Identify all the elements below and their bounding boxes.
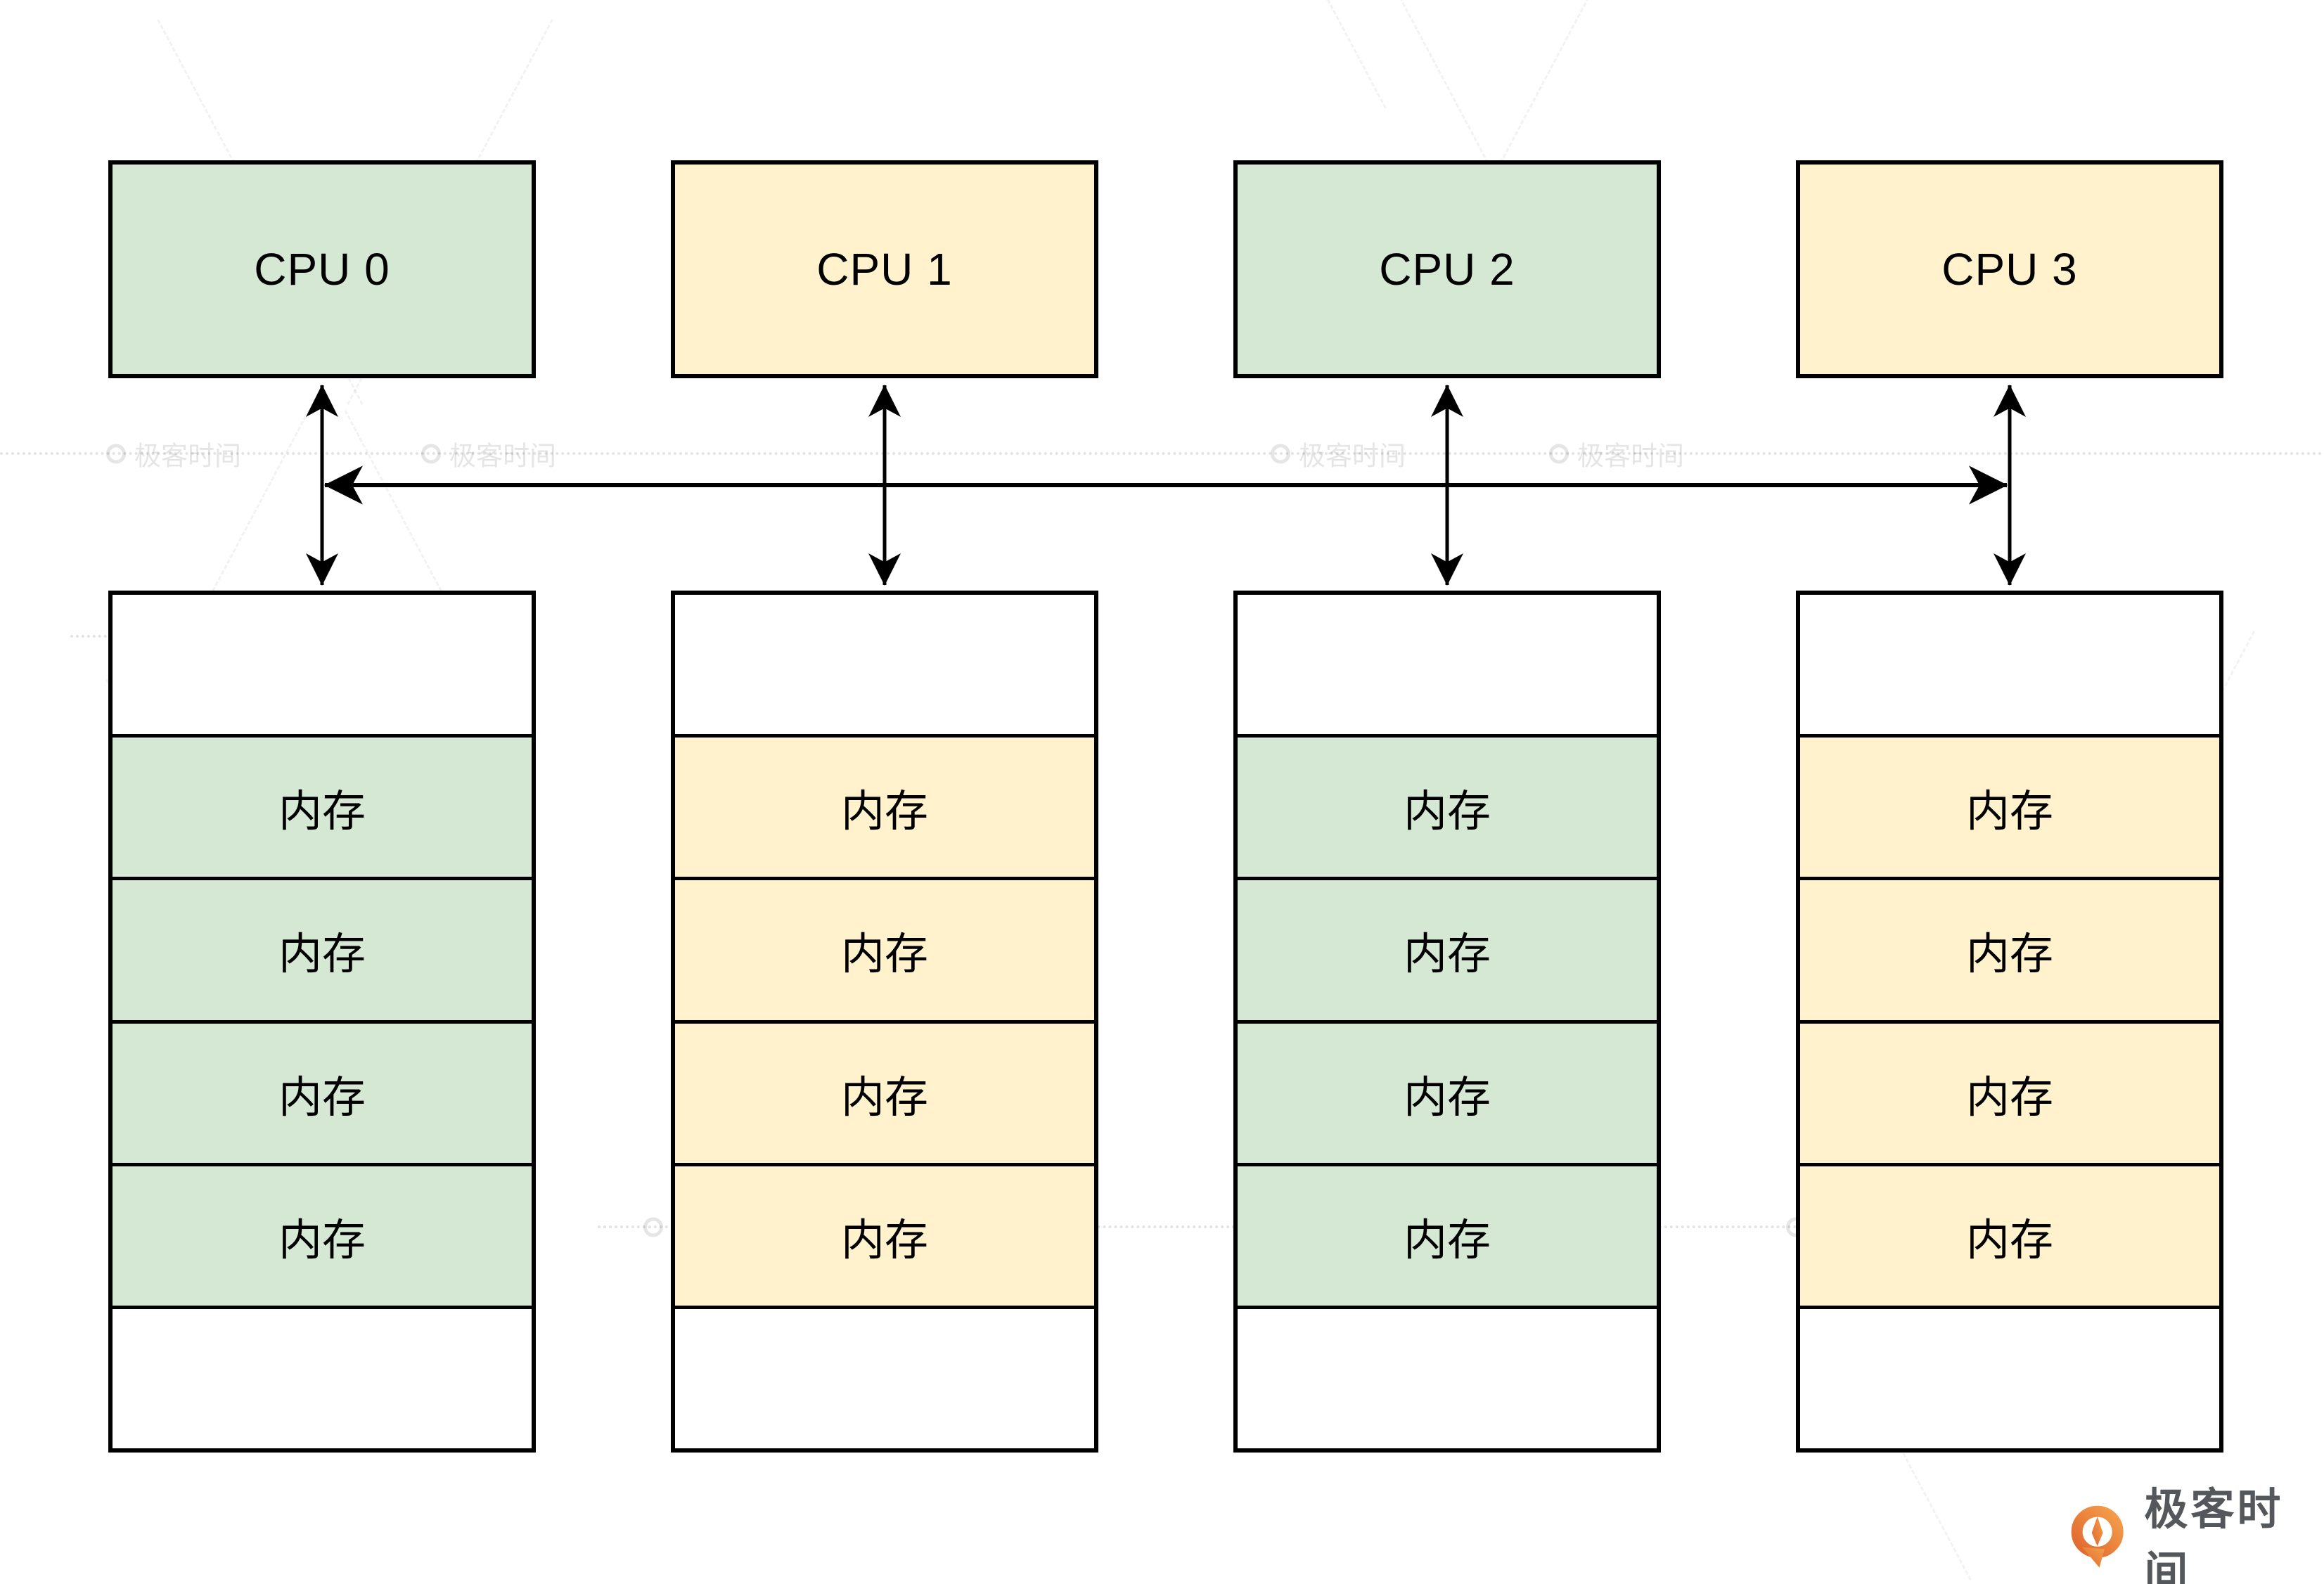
watermark-dotted-line	[0, 452, 2324, 455]
memory-slot: 内存	[675, 1162, 1094, 1306]
memory-slot-empty	[1800, 595, 2219, 735]
watermark-text: 极客时间	[1299, 442, 1406, 472]
memory-slot-empty	[675, 1305, 1094, 1449]
geektime-watermark-icon	[106, 444, 126, 463]
watermark-mark: 极客时间	[1271, 434, 1406, 473]
cpu-label: CPU 0	[254, 244, 390, 295]
memory-slot: 内存	[1238, 1162, 1657, 1306]
memory-slot: 内存	[1800, 877, 2219, 1020]
geektime-watermark-icon	[1271, 444, 1290, 463]
memory-slot: 内存	[1238, 877, 1657, 1020]
geektime-logo: 极客时间	[2069, 1474, 2324, 1584]
cpu-box-2: CPU 2	[1233, 160, 1661, 378]
memory-slot: 内存	[675, 734, 1094, 877]
memory-slot: 内存	[113, 1019, 532, 1163]
watermark-text: 极客时间	[1577, 442, 1685, 472]
watermark-diagonal	[1285, 0, 1387, 109]
geektime-watermark-icon	[643, 1217, 663, 1237]
memory-slot: 内存	[113, 877, 532, 1020]
memory-slot-empty	[113, 1305, 532, 1449]
memory-slot: 内存	[1238, 1019, 1657, 1163]
memory-stack-2: 内存 内存 内存 内存	[1233, 591, 1661, 1453]
memory-slot: 内存	[1800, 734, 2219, 877]
memory-stack-1: 内存 内存 内存 内存	[671, 591, 1098, 1453]
cpu-label: CPU 3	[1941, 244, 2078, 295]
geektime-logo-icon	[2071, 1505, 2124, 1568]
memory-slot-empty	[675, 595, 1094, 735]
watermark-mark: 极客时间	[1549, 434, 1684, 473]
watermark-mark: 极客时间	[106, 434, 241, 473]
memory-stack-3: 内存 内存 内存 内存	[1796, 591, 2223, 1453]
cpu-box-0: CPU 0	[108, 160, 536, 378]
memory-stack-0: 内存 内存 内存 内存	[108, 591, 536, 1453]
memory-slot-empty	[1800, 1305, 2219, 1449]
memory-slot-empty	[1238, 595, 1657, 735]
memory-slot: 内存	[113, 734, 532, 877]
watermark-text: 极客时间	[134, 442, 242, 472]
memory-slot: 内存	[675, 1019, 1094, 1163]
cpu-box-3: CPU 3	[1796, 160, 2223, 378]
cpu-box-1: CPU 1	[671, 160, 1098, 378]
cpu-label: CPU 2	[1379, 244, 1515, 295]
memory-slot-empty	[113, 595, 532, 735]
geektime-logo-text: 极客时间	[2144, 1486, 2284, 1584]
memory-slot: 内存	[1800, 1019, 2219, 1163]
memory-slot: 内存	[1238, 734, 1657, 877]
watermark-mark: 极客时间	[421, 434, 556, 473]
memory-slot: 内存	[113, 1162, 532, 1306]
memory-slot: 内存	[675, 877, 1094, 1020]
memory-slot: 内存	[1800, 1162, 2219, 1306]
cpu-label: CPU 1	[816, 244, 953, 295]
memory-slot-empty	[1238, 1305, 1657, 1449]
geektime-watermark-icon	[1549, 444, 1569, 463]
geektime-watermark-icon	[421, 444, 441, 463]
watermark-text: 极客时间	[449, 442, 557, 472]
